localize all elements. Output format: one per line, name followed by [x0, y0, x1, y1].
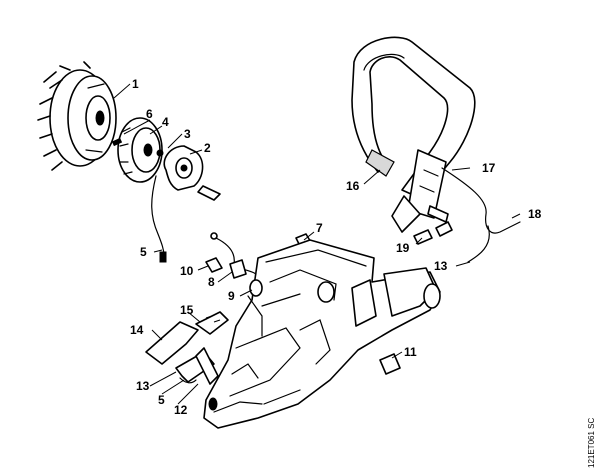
callout-18: 18: [528, 207, 542, 221]
callout-8: 8: [208, 275, 215, 289]
callout-16: 16: [346, 179, 360, 193]
callout-7: 7: [316, 221, 323, 235]
leader-lines: [113, 83, 521, 405]
callout-11: 11: [404, 345, 417, 359]
callout-4: 4: [162, 115, 169, 129]
drawing-code: 121ET061 SC: [587, 418, 596, 468]
grounding-wire-part: [441, 167, 521, 234]
flywheel-part: [37, 61, 117, 171]
callout-10: 10: [180, 264, 194, 278]
callout-5-lower: 5: [158, 393, 165, 407]
connector-part: [229, 259, 247, 279]
cover-plate-part: [145, 321, 199, 365]
bracket-part: [195, 347, 219, 385]
bolt-part: [197, 185, 221, 201]
callout-13-lower: 13: [136, 379, 150, 393]
callout-14: 14: [130, 323, 144, 337]
callout-15: 15: [180, 303, 194, 317]
callout-12: 12: [174, 403, 188, 417]
callout-3: 3: [184, 127, 191, 141]
callout-9: 9: [228, 289, 235, 303]
callout-19: 19: [396, 241, 410, 255]
ignition-rotor-part: [111, 117, 163, 183]
screw-part: [413, 221, 453, 245]
tank-housing-part: [203, 239, 441, 429]
callout-5-upper: 5: [140, 245, 147, 259]
grommet-part: [249, 279, 263, 297]
callout-6: 6: [146, 107, 153, 121]
callout-2: 2: [204, 141, 211, 155]
ignition-lead-part: [151, 175, 165, 257]
screw-10-part: [205, 257, 223, 273]
lead-terminal: [159, 251, 167, 263]
cap-part: [195, 311, 229, 335]
callout-1: 1: [132, 77, 139, 91]
callout-13-right: 13: [434, 259, 448, 273]
handlebar-part: [351, 36, 476, 233]
starter-cup-part: [156, 145, 204, 191]
callout-17: 17: [482, 161, 496, 175]
plug-part: [379, 353, 401, 375]
